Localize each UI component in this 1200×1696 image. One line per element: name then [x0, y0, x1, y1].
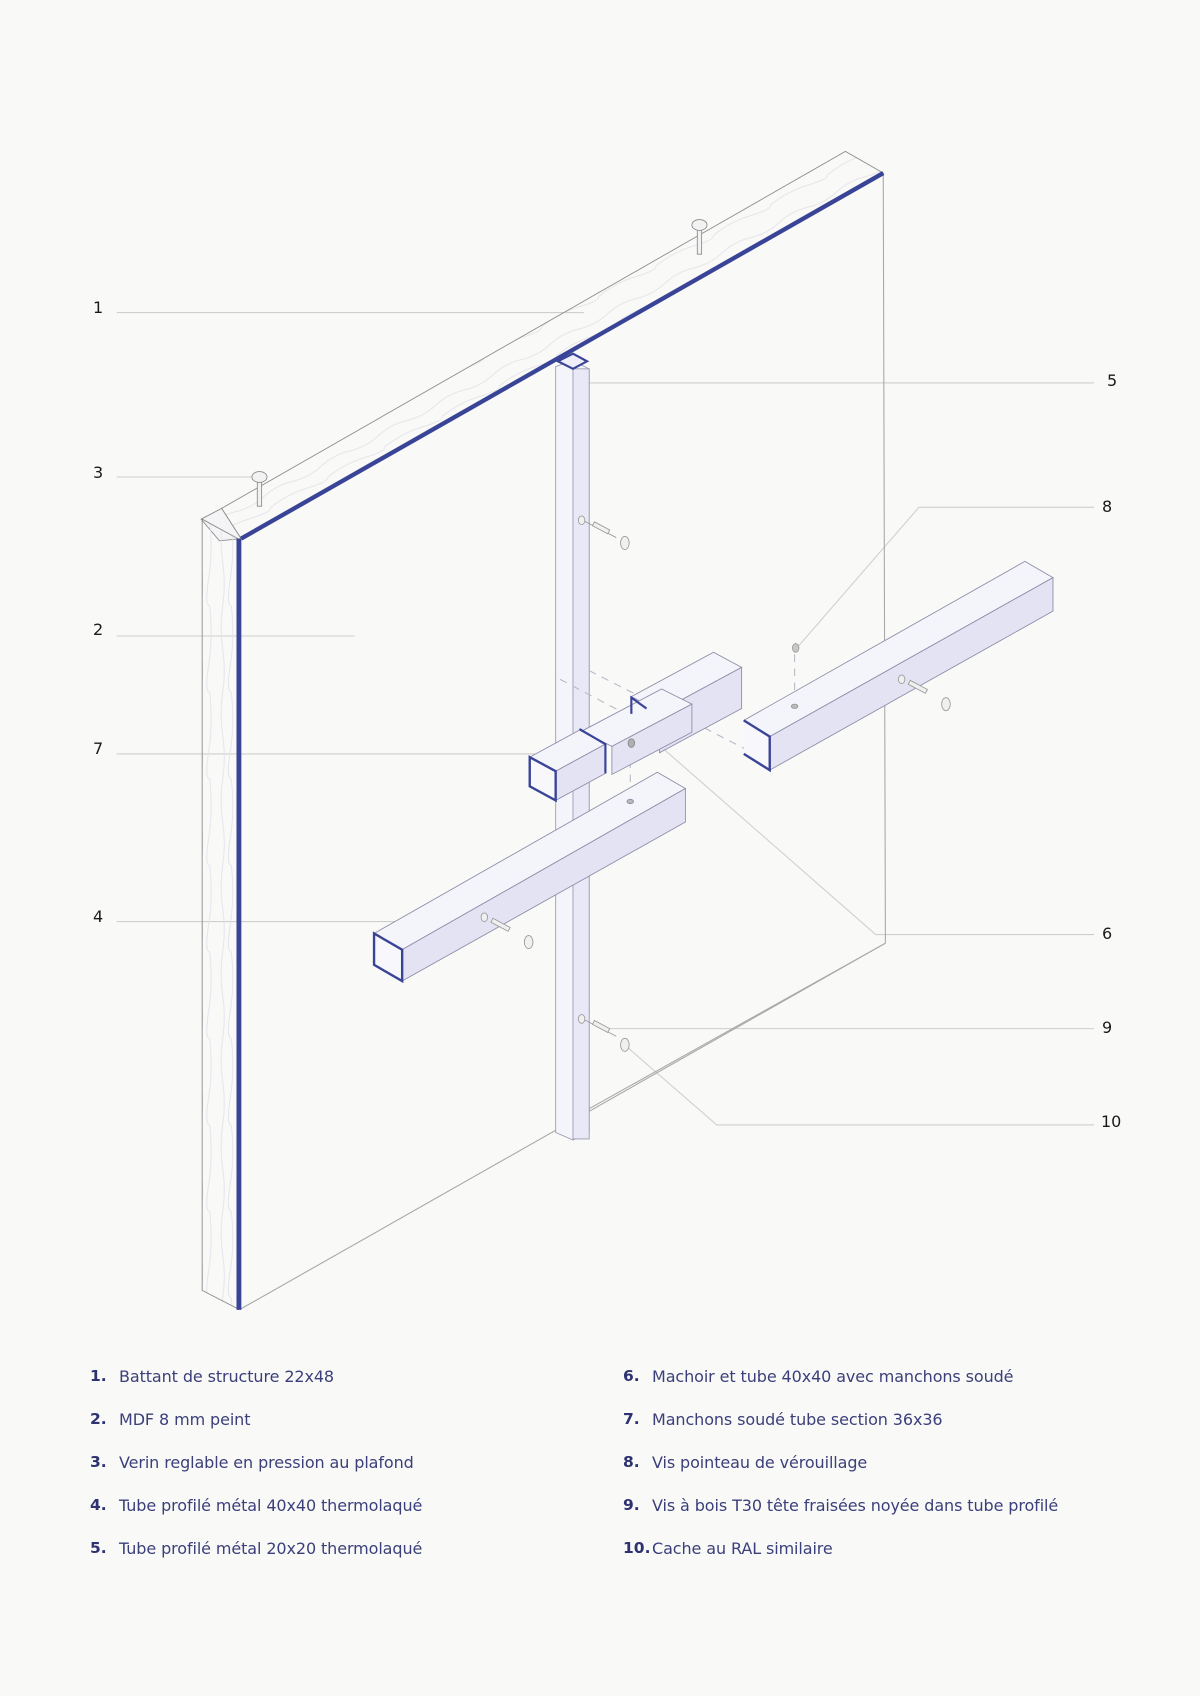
legend-item: 8. Vis pointeau de vérouillage	[623, 1453, 1058, 1496]
legend-text: Vis à bois T30 tête fraisées noyée dans …	[652, 1496, 1059, 1515]
leader-6	[642, 730, 1095, 936]
callout-2: 2	[93, 620, 104, 639]
callout-7: 7	[93, 739, 104, 758]
legend-text: Tube profilé métal 20x20 thermolaqué	[119, 1539, 423, 1558]
locking-screw-icon	[790, 643, 951, 712]
wood-screw-icon	[577, 515, 630, 1052]
legend-number: 3.	[90, 1453, 107, 1471]
legend-number: 7.	[623, 1410, 640, 1428]
legend-number: 9.	[623, 1496, 640, 1514]
legend-number: 5.	[90, 1539, 107, 1557]
legend-right-column: 6. Machoir et tube 40x40 avec manchons so…	[623, 1367, 1058, 1582]
leader-8	[797, 506, 1095, 648]
callout-9: 9	[1102, 1018, 1113, 1037]
legend-item: 5. Tube profilé métal 20x20 thermolaqué	[90, 1539, 422, 1582]
legend-text: Vis pointeau de vérouillage	[652, 1453, 868, 1472]
legend-item: 4. Tube profilé métal 40x40 thermolaqué	[90, 1496, 422, 1539]
legend-item: 7. Manchons soudé tube section 36x36	[623, 1410, 1058, 1453]
legend-text: Tube profilé métal 40x40 thermolaqué	[119, 1496, 423, 1515]
legend-text: Cache au RAL similaire	[652, 1539, 833, 1558]
right-tube-40x40	[742, 560, 1054, 773]
legend-number: 10.	[623, 1539, 651, 1557]
legend-text: Battant de structure 22x48	[119, 1367, 335, 1386]
callout-8: 8	[1102, 497, 1113, 516]
legend-number: 4.	[90, 1496, 107, 1514]
legend-item: 10.Cache au RAL similaire	[623, 1539, 1058, 1582]
legend-item: 9. Vis à bois T30 tête fraisées noyée dan…	[623, 1496, 1058, 1539]
callout-5: 5	[1107, 371, 1118, 390]
callout-4: 4	[93, 907, 104, 926]
legend-number: 6.	[623, 1367, 640, 1385]
wood-screw-icon	[480, 912, 534, 950]
legend-number: 2.	[90, 1410, 107, 1428]
legend-item: 2. MDF 8 mm peint	[90, 1410, 422, 1453]
legend-text: Manchons soudé tube section 36x36	[652, 1410, 943, 1429]
jaw-sleeve-assembly	[528, 651, 743, 803]
top-frame-batten	[200, 150, 885, 542]
legend-text: Verin reglable en pression au plafond	[119, 1453, 414, 1472]
legend-number: 8.	[623, 1453, 640, 1471]
legend-number: 1.	[90, 1367, 107, 1385]
legend-item: 6. Machoir et tube 40x40 avec manchons so…	[623, 1367, 1058, 1410]
leader-10	[626, 1046, 1095, 1126]
legend-item: 3. Verin reglable en pression au plafond	[90, 1453, 422, 1496]
legend-item: 1. Battant de structure 22x48	[90, 1367, 422, 1410]
callout-6: 6	[1102, 924, 1113, 943]
callout-3: 3	[93, 463, 104, 482]
lower-tube-40x40	[372, 771, 687, 984]
ceiling-jack-icon	[251, 219, 708, 507]
callout-1: 1	[93, 298, 104, 317]
legend-text: MDF 8 mm peint	[119, 1410, 251, 1429]
legend-left-column: 1. Battant de structure 22x48 2. MDF 8 mm …	[90, 1367, 422, 1582]
callout-10: 10	[1101, 1112, 1122, 1131]
left-frame-batten	[201, 518, 242, 1310]
legend-text: Machoir et tube 40x40 avec manchons soud…	[652, 1367, 1014, 1386]
leader-lines	[116, 312, 1095, 1126]
